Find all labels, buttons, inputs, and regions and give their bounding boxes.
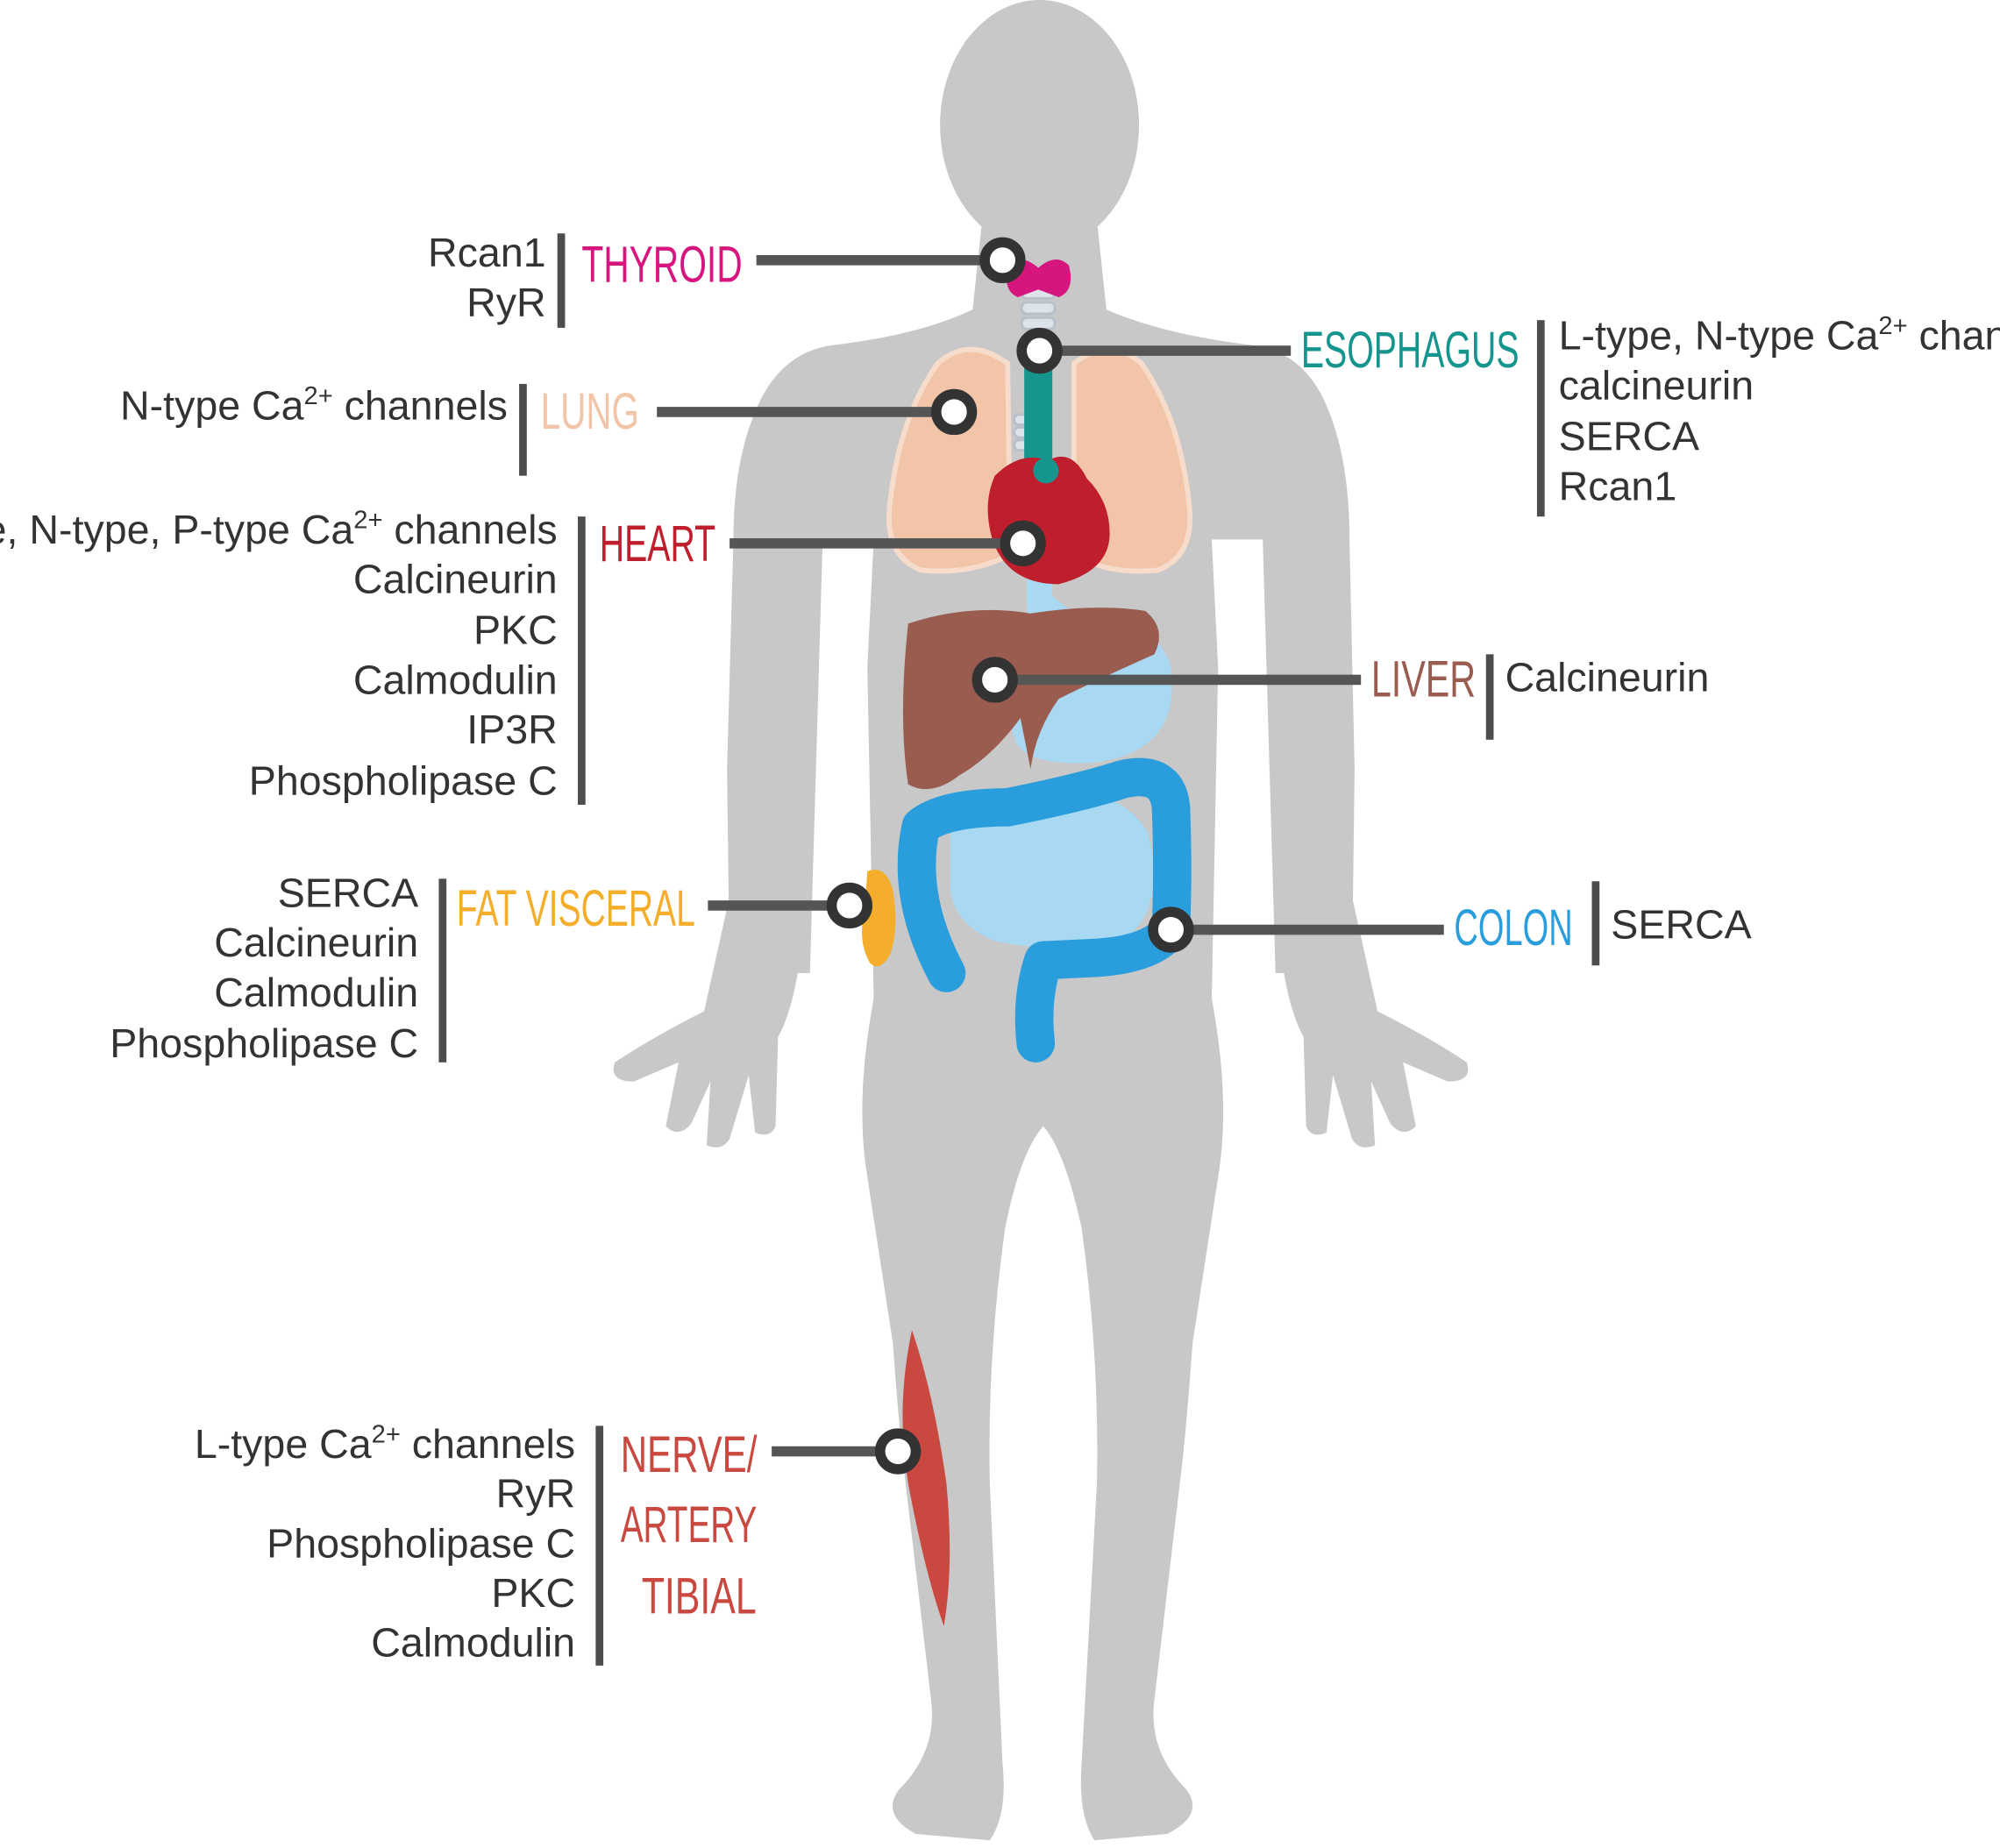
esophagus-pin <box>1016 327 1063 374</box>
lung-bar <box>519 383 527 476</box>
lung-pin <box>930 388 978 436</box>
tibial-gene-4: PKC <box>491 1570 575 1616</box>
tibial-bar <box>595 1425 604 1666</box>
thyroid-pin <box>979 237 1026 284</box>
colon-shape <box>897 757 1192 1063</box>
heart-gene-3: PKC <box>473 608 558 653</box>
thyroid-gene-2: RyR <box>466 280 546 325</box>
heart-pin <box>1000 520 1046 566</box>
lung-left-shape <box>886 346 1014 574</box>
tibial-label-line1: NERVE/ <box>621 1426 758 1483</box>
thyroid-label: THYROID <box>581 237 742 294</box>
fat-pin <box>826 882 873 929</box>
tibial-label-line2: ARTERY <box>621 1496 758 1553</box>
colon-bar <box>1591 881 1600 966</box>
heart-gene-2: Calcineurin <box>353 557 558 602</box>
heart-bar <box>577 516 586 805</box>
tibial-shape <box>902 1330 950 1626</box>
fat-visceral-label: FAT VISCERAL <box>457 880 695 937</box>
esophagus-shape <box>1024 335 1053 489</box>
esophagus-gene-1: L-type, N-type Ca2+ channels <box>1559 312 2000 358</box>
fat-gene-3: Calmodulin <box>214 970 418 1015</box>
tibial-gene-5: Calmodulin <box>371 1620 575 1666</box>
liver-shape <box>902 608 1159 790</box>
heart-aorta-shape <box>1033 458 1059 484</box>
esophagus-label: ESOPHAGUS <box>1301 322 1520 379</box>
lung-label: LUNG <box>541 383 639 440</box>
tibial-pin <box>874 1428 922 1475</box>
colon-gene-1: SERCA <box>1611 902 1751 948</box>
heart-gene-1: L-type, N-type, P-type Ca2+ channels <box>0 506 558 551</box>
tibial-gene-3: Phospholipase C <box>267 1520 575 1566</box>
body-silhouette <box>613 0 1469 1841</box>
tibial-gene-2: RyR <box>496 1471 576 1517</box>
esophagus-gene-4: Rcan1 <box>1559 463 1677 508</box>
liver-gene-1: Calcineurin <box>1505 655 1710 700</box>
esophagus-gene-3: SERCA <box>1559 414 1699 459</box>
tibial-gene-1: L-type Ca2+ channels <box>195 1420 575 1466</box>
thyroid-gene-1: Rcan1 <box>428 230 546 275</box>
fat-gene-4: Phospholipase C <box>110 1020 418 1066</box>
liver-pin <box>972 657 1018 703</box>
heart-gene-5: IP3R <box>466 707 557 752</box>
fat-gene-2: Calcineurin <box>214 920 418 965</box>
fat-bar <box>438 878 447 1063</box>
fat-visceral-shape <box>862 870 896 967</box>
lung-gene-1: N-type Ca2+ channels <box>120 382 508 428</box>
tibial-label-line3: TIBIAL <box>642 1567 757 1624</box>
heart-gene-6: Phospholipase C <box>249 757 558 803</box>
colon-pin <box>1148 906 1194 953</box>
esophagus-gene-2: calcineurin <box>1559 362 1754 408</box>
small-intestine-shape <box>950 793 1154 948</box>
fat-gene-1: SERCA <box>278 870 418 915</box>
esophagus-bar <box>1536 320 1545 517</box>
heart-label: HEART <box>600 515 715 572</box>
colon-label: COLON <box>1454 899 1572 956</box>
liver-bar <box>1485 654 1494 740</box>
heart-gene-4: Calmodulin <box>353 657 558 702</box>
thyroid-bar <box>557 233 566 328</box>
liver-label: LIVER <box>1371 650 1476 707</box>
